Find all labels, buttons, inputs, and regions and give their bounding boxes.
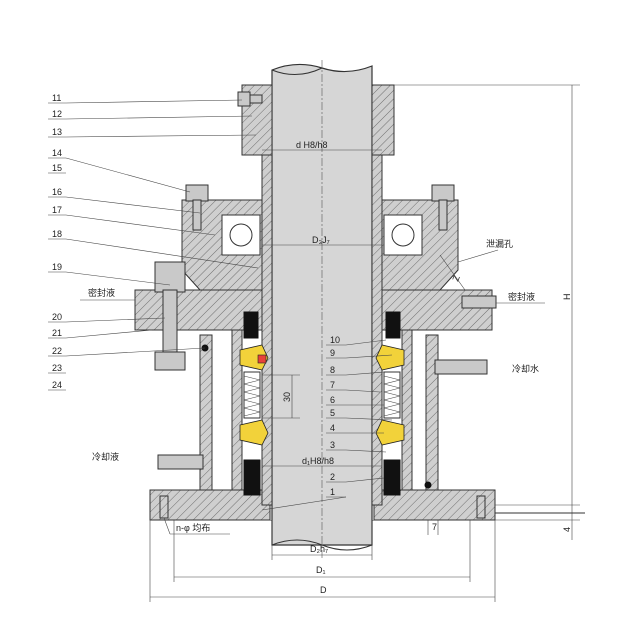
callout-11: 11	[52, 93, 61, 103]
callout-21: 21	[52, 328, 62, 338]
callout-7: 7	[330, 380, 335, 390]
dim-30: 30	[282, 392, 292, 402]
callout-23: 23	[52, 363, 62, 373]
top-collar	[237, 84, 395, 156]
callout-20: 20	[52, 312, 62, 322]
label-d-bearing: D₃J₇	[312, 235, 330, 245]
callout-24: 24	[52, 380, 62, 390]
callout-15: 15	[52, 163, 62, 173]
callout-3: 3	[330, 440, 335, 450]
callout-22: 22	[52, 346, 62, 356]
callout-18: 18	[52, 229, 62, 239]
label-d1: d₁H8/h8	[302, 456, 334, 466]
label-seal-fluid-right: 密封液	[508, 291, 535, 302]
callout-13: 13	[52, 127, 62, 137]
callout-6: 6	[330, 395, 335, 405]
dimensions: 30 H 4 7 Z D₂h₇ D₁ D n-φ	[149, 84, 585, 602]
hole-note: n-φ 均布	[176, 522, 210, 533]
dim-4: 4	[562, 527, 572, 532]
callout-8: 8	[330, 365, 335, 375]
port-labels: 密封液 密封液 冷却液 冷却水 泄漏孔	[80, 238, 545, 462]
dim-D1: D₁	[316, 565, 326, 575]
callout-9: 9	[330, 348, 335, 358]
callout-4: 4	[330, 423, 335, 433]
dim-7: 7	[432, 522, 437, 532]
center-lines	[262, 60, 382, 560]
dim-D2: D₂h₇	[310, 544, 328, 554]
bearing-housing	[181, 184, 459, 291]
left-callouts: 11 12 13 14 15 16 17 18 19 20 21 22 23 24	[48, 93, 259, 391]
callout-16: 16	[52, 187, 62, 197]
callout-19: 19	[52, 262, 62, 272]
callout-10: 10	[330, 335, 340, 345]
seal-rings	[201, 311, 432, 496]
label-seal-fluid-left: 密封液	[88, 287, 115, 298]
label-cooling-right: 冷却水	[512, 363, 539, 374]
label-leak-hole: 泄漏孔	[486, 238, 513, 249]
label-d-shaft: d H8/h8	[296, 140, 328, 150]
callout-14: 14	[52, 148, 62, 158]
center-callouts: 10 9 8 7 6 5 4 3 2 1	[261, 335, 393, 511]
label-cooling-left: 冷却液	[92, 451, 119, 462]
callout-5: 5	[330, 408, 335, 418]
callout-17: 17	[52, 205, 62, 215]
callout-2: 2	[330, 472, 335, 482]
dim-H: H	[562, 294, 572, 301]
callout-1: 1	[330, 487, 335, 497]
callout-12: 12	[52, 109, 62, 119]
dim-D: D	[320, 585, 327, 595]
